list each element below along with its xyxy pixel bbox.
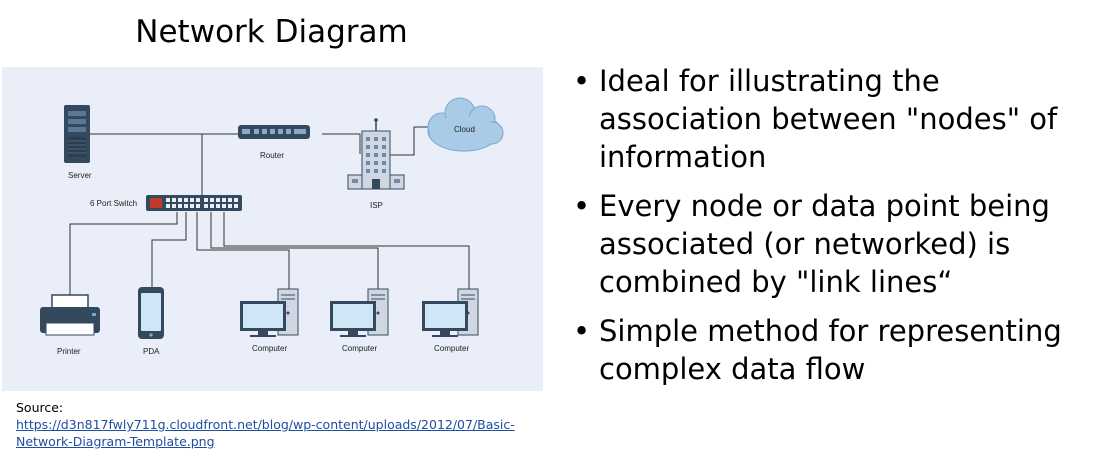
pda-icon (138, 287, 164, 339)
server-label: Server (68, 171, 92, 180)
source-link-line-2: Network-Diagram-Template.png (16, 434, 215, 449)
source-citation: Source: https://d3n817fwly711g.cloudfron… (16, 399, 515, 450)
bullet-2-line-1: Every node or data point being (599, 189, 1050, 223)
isp-building-icon (347, 118, 405, 190)
link-switch-computer2 (210, 212, 379, 289)
router-icon (238, 125, 310, 139)
bullet-2-line-2: associated (or networked) is (599, 227, 1011, 261)
link-switch-pda (151, 212, 187, 287)
bullet-1-line-2: association between "nodes" of (599, 102, 1058, 136)
bullet-1-line-3: information (599, 140, 767, 174)
source-link[interactable]: https://d3n817fwly711g.cloudfront.net/bl… (16, 416, 515, 450)
bullet-dot-icon: • (573, 314, 591, 348)
computer-label-2: Computer (342, 344, 377, 353)
cloud-icon (427, 97, 504, 152)
pda-label: PDA (143, 347, 160, 356)
bullet-dot-icon: • (573, 189, 591, 223)
bullet-1-line-1: Ideal for illustrating the (599, 64, 940, 98)
cloud-label: Cloud (454, 125, 475, 134)
network-diagram-svg: Server Router (40, 97, 504, 356)
server-icon (64, 105, 90, 163)
link-lines (69, 126, 470, 297)
source-link-line-1: https://d3n817fwly711g.cloudfront.net/bl… (16, 417, 515, 432)
bullet-3-line-2: complex data flow (599, 352, 866, 386)
bullet-dot-icon: • (573, 64, 591, 98)
bullet-item-2: • Every node or data point being associa… (573, 187, 1103, 301)
switch-icon (146, 195, 242, 211)
computer-icon-1 (240, 288, 299, 337)
source-label: Source: (16, 400, 64, 415)
computer-icon-2 (330, 288, 389, 337)
slide-title: Network Diagram (135, 14, 408, 50)
network-diagram: Server Router (2, 67, 543, 391)
bullet-item-3: • Simple method for representing complex… (573, 312, 1103, 388)
router-label: Router (260, 151, 284, 160)
computer-icon-3 (422, 288, 479, 337)
link-switch-computer1 (196, 212, 290, 289)
computer-label-3: Computer (434, 344, 469, 353)
link-server-switch (90, 133, 203, 204)
bullet-item-1: • Ideal for illustrating the association… (573, 62, 1103, 176)
isp-label: ISP (370, 201, 383, 210)
link-switch-printer (69, 212, 178, 297)
printer-icon (40, 294, 100, 336)
switch-label: 6 Port Switch (90, 199, 137, 208)
link-router-isp (322, 133, 361, 154)
computer-label-1: Computer (252, 344, 287, 353)
link-isp-cloud (388, 126, 432, 156)
bullet-2-line-3: combined by "link lines“ (599, 265, 953, 299)
bullet-list: • Ideal for illustrating the association… (573, 62, 1103, 399)
bullet-3-line-1: Simple method for representing (599, 314, 1062, 348)
link-switch-computer3 (223, 212, 470, 289)
printer-label: Printer (57, 347, 81, 356)
